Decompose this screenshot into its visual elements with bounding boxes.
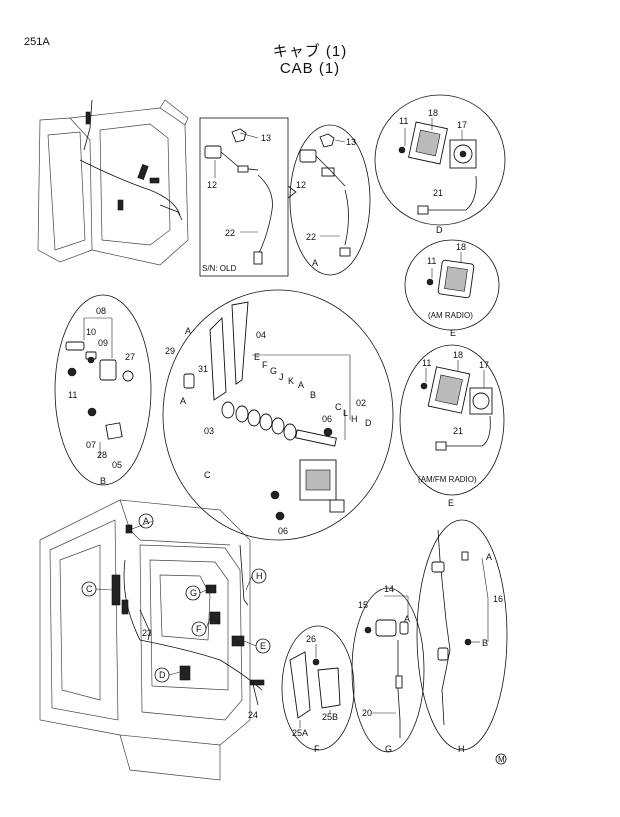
callout-d-21: 21 [433, 188, 443, 198]
page-id: 251A [24, 36, 50, 48]
callout-c-L: L [343, 408, 348, 418]
callout-b-09: 09 [98, 338, 108, 348]
detail-letter-b: B [100, 476, 106, 486]
callout-c-E: E [254, 352, 260, 362]
callout-12b: 12 [296, 180, 306, 190]
callout-f-25B: 25B [322, 712, 338, 722]
callout-c-A3: A [298, 380, 304, 390]
callout-h-16: 16 [493, 594, 503, 604]
callout-g-A: A [404, 614, 410, 624]
callout-b-11: 11 [68, 390, 77, 400]
callout-c-06a: 06 [322, 414, 332, 424]
cab-callout-G: G [190, 588, 197, 598]
callout-g-14: 14 [384, 584, 394, 594]
detail-c-lever [162, 289, 394, 541]
callout-13b: 13 [346, 137, 356, 147]
callout-b-10: 10 [86, 327, 96, 337]
callout-c-D: D [365, 418, 372, 428]
callout-b-27: 27 [125, 352, 135, 362]
detail-letter-c: C [204, 470, 211, 480]
callout-b-07: 07 [86, 440, 96, 450]
callout-c-03: 03 [204, 426, 214, 436]
callout-c-31: 31 [198, 364, 208, 374]
callout-c-K: K [288, 376, 294, 386]
callout-c-F: F [262, 360, 268, 370]
callout-c-C: C [335, 402, 342, 412]
callout-h-A: A [486, 552, 492, 562]
callout-amfm-11: 11 [422, 358, 431, 368]
callout-am-11: 11 [427, 256, 436, 266]
manufacturer-mark: M [495, 753, 507, 765]
callout-c-J: J [279, 372, 284, 382]
callout-b-28: 28 [97, 450, 107, 460]
callout-c-H: H [351, 414, 358, 424]
title-english: CAB (1) [279, 60, 341, 77]
mark-letter: M [498, 755, 505, 764]
detail-letter-d: D [436, 225, 443, 235]
callout-amfm-18: 18 [453, 350, 463, 360]
callout-h-B: B [482, 638, 488, 648]
cab-callout-D: D [159, 670, 166, 680]
sn-old-caption: S/N: OLD [202, 264, 236, 273]
amfm-radio-caption: (AM/FM RADIO) [418, 475, 477, 484]
callout-d-17: 17 [457, 120, 467, 130]
callout-g-15: 15 [358, 600, 368, 610]
cab-callout-F: F [196, 624, 202, 634]
detail-f [281, 625, 355, 751]
detail-letter-g: G [385, 744, 392, 754]
detail-h [416, 519, 508, 751]
callout-c-A2: A [180, 396, 186, 406]
callout-f-26: 26 [306, 634, 316, 644]
callout-22b: 22 [306, 232, 316, 242]
cab-callout-23: 23 [142, 628, 152, 638]
detail-d-speaker [374, 94, 506, 226]
cab-callout-A: A [143, 516, 149, 526]
detail-letter-e-am: E [450, 328, 456, 338]
detail-a-top [289, 124, 371, 276]
callout-c-06b: 06 [278, 526, 288, 536]
callout-amfm-17: 17 [479, 360, 489, 370]
detail-g [351, 587, 425, 753]
cab-callout-H: H [256, 571, 263, 581]
callout-am-18: 18 [456, 242, 466, 252]
detail-letter-a-top: A [312, 258, 318, 268]
callout-c-G: G [270, 366, 277, 376]
callout-c-B: B [310, 390, 316, 400]
am-radio-caption: (AM RADIO) [428, 311, 473, 320]
sn-old-box [199, 117, 297, 277]
callout-b-08: 08 [96, 306, 106, 316]
callout-amfm-21: 21 [453, 426, 463, 436]
detail-e-am-radio [404, 239, 500, 331]
detail-letter-f: F [314, 744, 320, 754]
detail-letter-e-amfm: E [448, 498, 454, 508]
callout-22a: 22 [225, 228, 235, 238]
cab-callout-E: E [260, 641, 266, 651]
callout-c-A1: A [185, 326, 191, 336]
detail-e-amfm-radio [399, 344, 505, 496]
callout-c-04: 04 [256, 330, 266, 340]
detail-b [54, 294, 152, 486]
cab-sketch-top [37, 99, 189, 266]
callout-g-20: 20 [362, 708, 372, 718]
cab-callout-24: 24 [248, 710, 258, 720]
callout-f-25A: 25A [292, 728, 308, 738]
cab-callout-C: C [86, 584, 93, 594]
callout-c-02: 02 [356, 398, 366, 408]
detail-letter-h: H [458, 744, 465, 754]
title-japanese: キャブ (1) [272, 43, 348, 60]
callout-13a: 13 [261, 133, 271, 143]
cab-main-drawing [39, 499, 271, 781]
callout-c-29: 29 [165, 346, 175, 356]
callout-12a: 12 [207, 180, 217, 190]
callout-d-11: 11 [399, 116, 408, 126]
callout-b-05: 05 [112, 460, 122, 470]
callout-d-18: 18 [428, 108, 438, 118]
